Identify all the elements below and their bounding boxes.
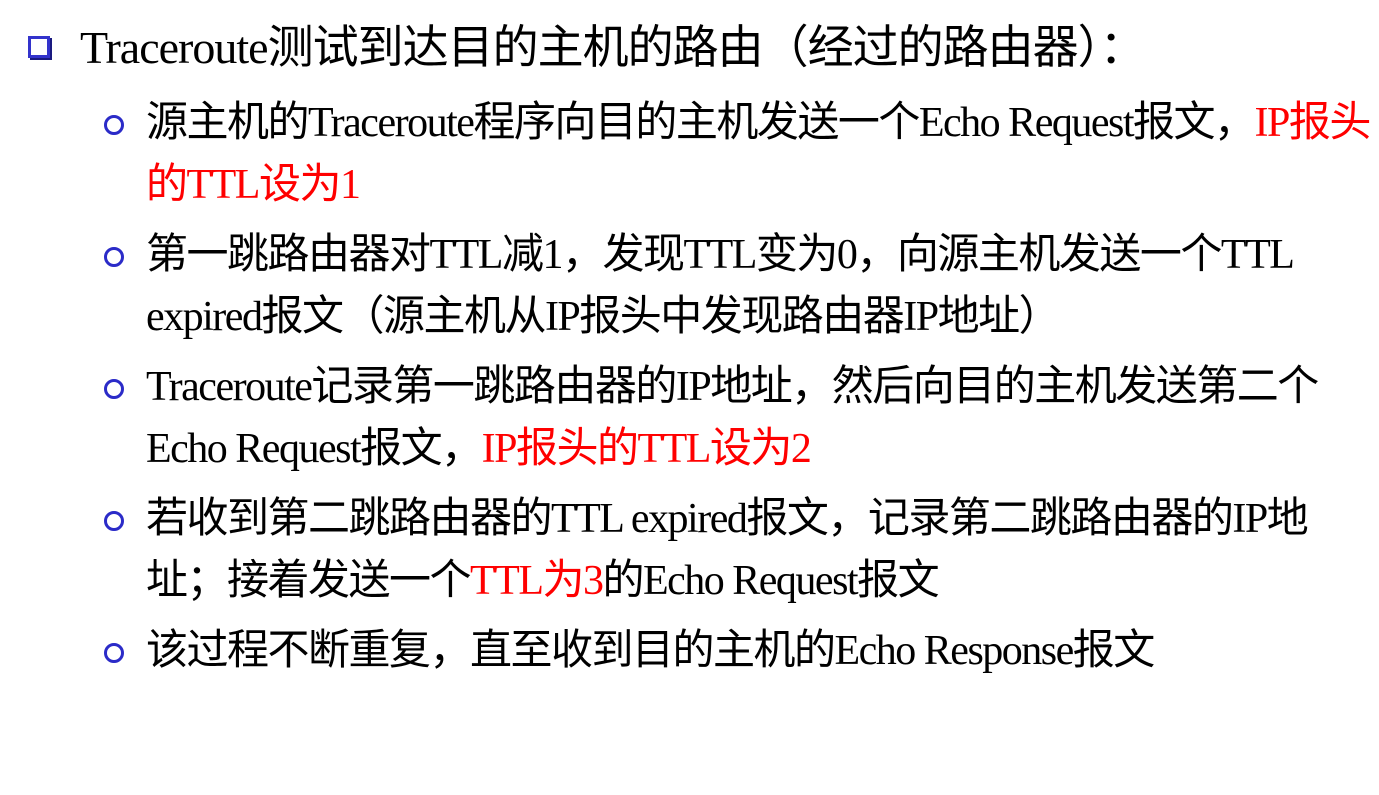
- circle-bullet-icon: [104, 643, 124, 663]
- bullet-item-2: 第一跳路由器对TTL减1，发现TTL变为0，向源主机发送一个TTL expire…: [104, 224, 1374, 348]
- bullet-text: 该过程不断重复，直至收到目的主机的Echo Response报文: [146, 628, 1155, 674]
- bullet-item-5: 该过程不断重复，直至收到目的主机的Echo Response报文: [104, 620, 1374, 682]
- bullet-item-4: 若收到第二跳路由器的TTL expired报文，记录第二跳路由器的IP地址；接着…: [104, 488, 1374, 612]
- circle-bullet-icon: [104, 511, 124, 531]
- highlight-text: IP报头的TTL设为1: [146, 100, 1371, 208]
- heading-text: Traceroute测试到达目的主机的路由（经过的路由器）：: [80, 22, 1146, 73]
- bullet-item-3: Traceroute记录第一跳路由器的IP地址，然后向目的主机发送第二个Echo…: [104, 356, 1374, 480]
- bullet-text: 第一跳路由器对TTL减1，发现TTL变为0，向源主机发送一个TTL expire…: [146, 232, 1293, 340]
- heading-item: Traceroute测试到达目的主机的路由（经过的路由器）：: [28, 18, 1146, 78]
- bullet-text: 源主机的Traceroute程序向目的主机发送一个Echo Request报文，: [146, 100, 1256, 146]
- highlight-text: TTL为3: [470, 558, 604, 604]
- square-bullet-icon: [28, 36, 50, 58]
- bullet-text: 若收到第二跳路由器的TTL expired报文，记录第二跳路由器的IP地址；接着…: [146, 496, 1309, 604]
- highlight-text: IP报头的TTL设为2: [481, 426, 812, 472]
- circle-bullet-icon: [104, 379, 124, 399]
- circle-bullet-icon: [104, 115, 124, 135]
- bullet-text-tail: 的Echo Request报文: [602, 558, 939, 604]
- circle-bullet-icon: [104, 247, 124, 267]
- bullet-item-1: 源主机的Traceroute程序向目的主机发送一个Echo Request报文，…: [104, 92, 1374, 216]
- bullet-text: Traceroute记录第一跳路由器的IP地址，然后向目的主机发送第二个Echo…: [146, 364, 1319, 472]
